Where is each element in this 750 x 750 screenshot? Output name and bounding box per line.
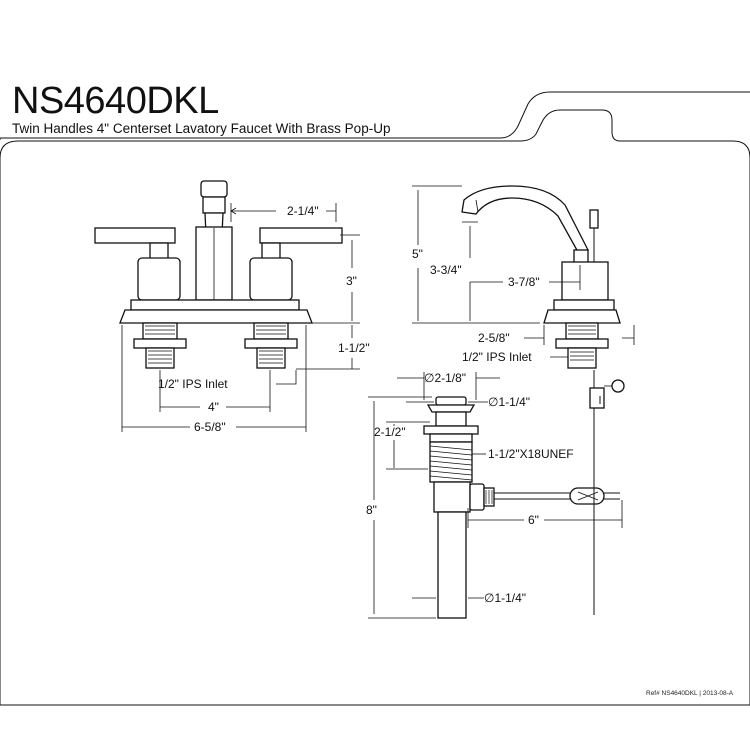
side-inlet-label: 1/2" IPS Inlet — [462, 350, 532, 364]
dim-shank-length: 1-1/2" — [338, 341, 370, 355]
thread-spec-label: 1-1/2"X18UNEF — [488, 447, 574, 461]
dim-total-height: 5" — [412, 247, 423, 261]
dim-overall-width: 6-5/8" — [194, 420, 226, 434]
side-handle — [589, 209, 599, 229]
dim-centers: 4" — [208, 400, 219, 414]
dim-thread-length: 2-1/2" — [374, 425, 406, 439]
front-left-shank — [133, 322, 187, 369]
front-left-handle — [94, 227, 176, 244]
drain-pivot-nut — [469, 483, 485, 511]
dim-total-length: 8" — [366, 503, 377, 517]
side-body — [561, 261, 609, 301]
side-spout — [461, 185, 589, 253]
front-view: 2-1/4" 3" 1-1/2" 1/2" IPS Inlet 4" 6-5/8… — [94, 180, 370, 434]
drain-cap — [435, 396, 467, 406]
dim-base-depth: 2-5/8" — [478, 331, 510, 345]
dim-tailpiece-dia: ∅1-1/4" — [484, 591, 526, 605]
front-right-shank — [244, 322, 298, 369]
dim-spout-reach: 3-7/8" — [508, 275, 540, 289]
drain-tailpiece — [437, 511, 467, 619]
front-right-handle — [259, 227, 343, 244]
dim-handle-height: 3" — [346, 274, 357, 288]
reference-note: Ref# NS4640DKL | 2013-08-A — [646, 690, 734, 697]
front-inlet-label: 1/2" IPS Inlet — [158, 377, 228, 391]
front-spout-top — [200, 180, 228, 198]
front-base-plate — [130, 299, 300, 311]
dim-spout-height: 3-3/4" — [430, 263, 462, 277]
model-title: NS4640DKL — [12, 80, 219, 122]
dim-flange-dia: ∅2-1/8" — [424, 371, 466, 385]
sheet-frame — [0, 91, 750, 706]
side-view: 5" 3-3/4" 3-7/8" 2-5/8" 1/2" IPS Inlet — [412, 185, 635, 369]
product-description: Twin Handles 4" Centerset Lavatory Fauce… — [12, 121, 391, 136]
dim-rod-length: 6" — [528, 513, 539, 527]
drain-view: ∅2-1/8" ∅1-1/4" 2-1/2" 1-1/2"X18UNEF 8" … — [366, 370, 625, 619]
dim-spout-offset: 2-1/4" — [287, 204, 319, 218]
dim-body-dia: ∅1-1/4" — [488, 395, 530, 409]
